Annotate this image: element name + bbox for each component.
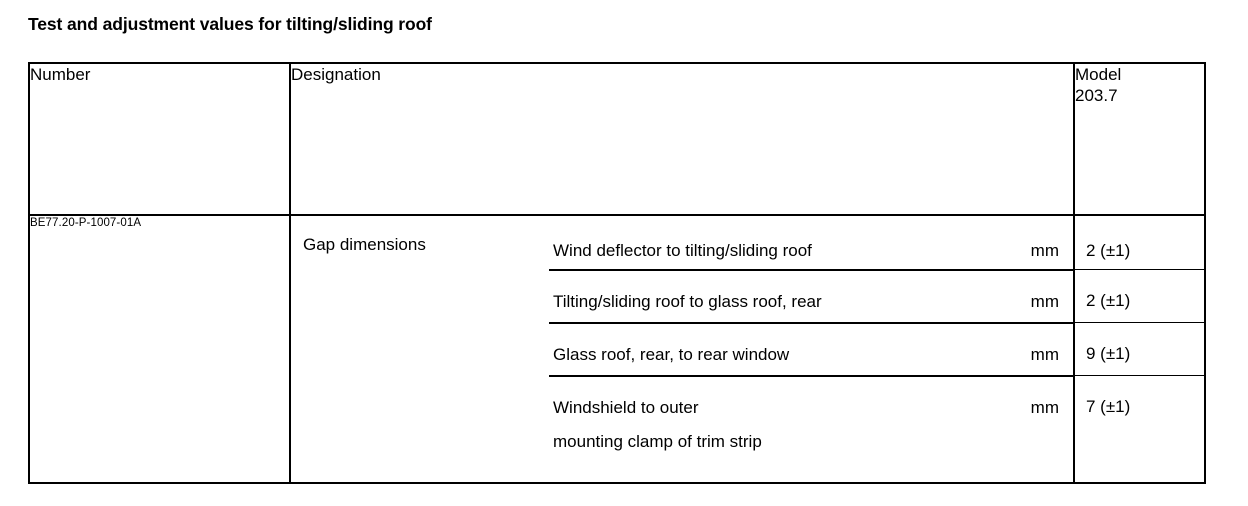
column-header-number: Number [30, 64, 291, 216]
designation-group-label: Gap dimensions [303, 235, 426, 254]
designation-entry-text-line1: Wind deflector to tilting/sliding roof [553, 241, 812, 260]
designation-entry-unit: mm [1030, 345, 1059, 364]
model-value: 7 (±1) [1075, 375, 1204, 482]
designation-entry-text: Windshield to outer mounting clamp of tr… [549, 391, 1019, 459]
column-header-model-line1: Model [1075, 65, 1122, 84]
designation-entry-list: Wind deflector to tilting/sliding roof m… [549, 216, 1073, 482]
designation-entry: Windshield to outer mounting clamp of tr… [549, 375, 1073, 482]
designation-entry-unit: mm [1030, 292, 1059, 311]
table-row: BE77.20-P-1007-01A Gap dimensions Wind d… [30, 215, 1204, 482]
designation-inner: Gap dimensions Wind deflector to tilting… [291, 216, 1073, 482]
table: Number Designation Model 203.7 BE77.20-P… [30, 64, 1204, 482]
designation-entry-text-line1: Glass roof, rear, to rear window [553, 345, 790, 364]
designation-entry-unit: mm [1030, 398, 1059, 417]
designation-entry-text-line2: mounting clamp of trim strip [553, 432, 762, 451]
table-header-row: Number Designation Model 203.7 [30, 64, 1204, 216]
cell-model-values: 2 (±1) 2 (±1) 9 (±1) 7 (±1) [1074, 215, 1204, 482]
model-value-list: 2 (±1) 2 (±1) 9 (±1) 7 (±1) [1075, 216, 1204, 482]
cell-designation: Gap dimensions Wind deflector to tilting… [290, 215, 1075, 482]
column-header-designation: Designation [290, 64, 1075, 216]
column-header-model: Model 203.7 [1074, 64, 1204, 216]
designation-entry-text-line1: Windshield to outer [553, 398, 699, 417]
designation-entry: Wind deflector to tilting/sliding roof m… [549, 216, 1073, 269]
page-title: Test and adjustment values for tilting/s… [28, 14, 432, 34]
designation-entry-unit: mm [1030, 241, 1059, 260]
designation-entry-text: Tilting/sliding roof to glass roof, rear [549, 285, 1019, 319]
designation-entry-text-line1: Tilting/sliding roof to glass roof, rear [553, 292, 822, 311]
model-value: 2 (±1) [1075, 269, 1204, 322]
designation-entry-text: Glass roof, rear, to rear window [549, 338, 1019, 372]
designation-entry: Tilting/sliding roof to glass roof, rear… [549, 269, 1073, 322]
cell-number: BE77.20-P-1007-01A [30, 215, 291, 482]
model-value: 9 (±1) [1075, 322, 1204, 375]
specification-table: Number Designation Model 203.7 BE77.20-P… [28, 62, 1206, 484]
designation-entry: Glass roof, rear, to rear window mm [549, 322, 1073, 375]
designation-entry-text: Wind deflector to tilting/sliding roof [549, 234, 1019, 268]
model-value: 2 (±1) [1086, 241, 1131, 260]
column-header-model-line2: 203.7 [1075, 86, 1118, 105]
